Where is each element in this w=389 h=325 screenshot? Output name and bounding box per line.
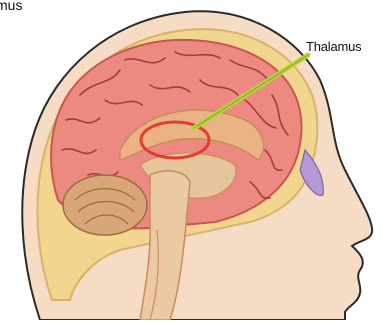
cerebellum [63, 175, 147, 235]
thalamus-label: Thalamus [306, 39, 361, 54]
cropped-caption-text: mus [0, 0, 22, 13]
